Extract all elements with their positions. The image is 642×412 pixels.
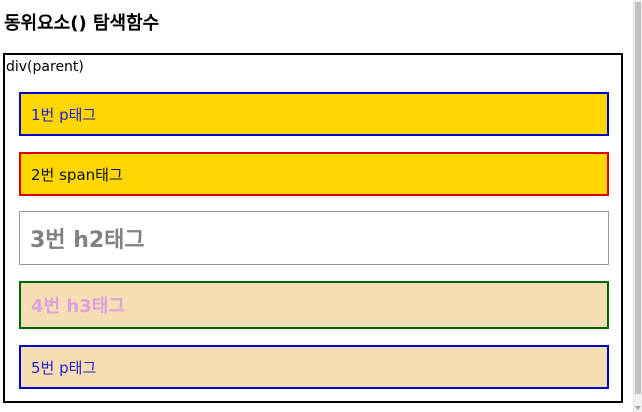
child-p-5: 5번 p태그	[19, 345, 609, 389]
child-p-1: 1번 p태그	[19, 92, 609, 136]
scroll-down-arrow-icon[interactable]	[635, 406, 641, 410]
scrollbar-thumb[interactable]	[635, 2, 641, 394]
child-label: 3번 h2태그	[30, 228, 145, 253]
parent-label: div(parent)	[6, 59, 84, 75]
child-label: 4번 h3태그	[31, 296, 125, 317]
child-h2-3: 3번 h2태그	[19, 211, 609, 265]
child-label: 2번 span태그	[31, 165, 123, 184]
child-span-2: 2번 span태그	[19, 152, 609, 196]
parent-div: div(parent) 1번 p태그 2번 span태그 3번 h2태그 4번 …	[3, 53, 623, 403]
page-title: 동위요소() 탐색함수	[4, 13, 160, 34]
vertical-scrollbar[interactable]	[633, 0, 642, 412]
child-label: 1번 p태그	[31, 105, 97, 124]
child-label: 5번 p태그	[31, 358, 97, 377]
child-h3-4: 4번 h3태그	[19, 281, 609, 329]
